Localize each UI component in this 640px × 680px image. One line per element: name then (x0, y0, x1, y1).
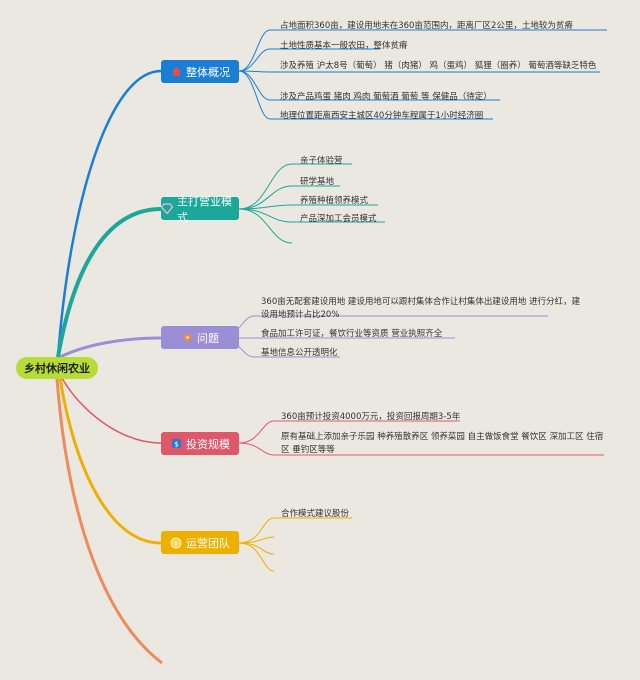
connector-overview (56, 69, 162, 358)
gear-icon (181, 332, 193, 344)
house-icon (170, 66, 182, 78)
connector-extra-branch (55, 378, 163, 665)
problems-item-2: 食品加工许可证，餐饮行业等资质 营业执照齐全 (261, 329, 443, 339)
branch-business-model[interactable]: 主打营业模式 (161, 195, 239, 224)
team-item-1: 合作模式建议股份 (281, 509, 350, 519)
money-bag-icon: $ (170, 438, 182, 450)
overview-item-5: 地理位置距离西安主城区40分钟车程属于1小时经济圈 (280, 111, 484, 121)
branch-label: 投资规模 (186, 437, 230, 451)
branch-label: 问题 (197, 331, 219, 345)
branch-team[interactable]: 运营团队 (161, 531, 239, 554)
business-model-item-2: 研学基地 (300, 177, 335, 187)
connector-team (58, 377, 162, 545)
problems-item-3: 基地信息公开透明化 (261, 348, 338, 358)
business-model-item-3: 养殖种植领养模式 (300, 196, 369, 206)
branch-label: 运营团队 (186, 536, 230, 550)
branch-investment[interactable]: $ 投资规模 (161, 432, 239, 455)
business-model-item-1: 亲子体验营 (300, 156, 343, 166)
connector-problems (59, 336, 162, 359)
root-node[interactable]: 乡村休闲农业 (16, 357, 98, 379)
overview-item-3: 涉及养殖 沪太8号（葡萄） 猪（肉猪） 鸡（蛋鸡） 狐狸（圈养） 葡萄酒等缺乏特… (280, 61, 597, 71)
problems-item-1: 360亩无配套建设用地 建设用地可以跟村集体合作让村集体出建设用地 进行分红，建… (261, 297, 581, 320)
investment-item-1: 360亩预计投资4000万元，投资回报周期3-5年 (281, 412, 461, 422)
leaf-connectors-investment (238, 420, 604, 456)
investment-item-2: 原有基础上添加亲子乐园 种养殖散养区 领养菜园 自主做饭食堂 餐饮区 深加工区 … (281, 432, 604, 455)
svg-text:$: $ (174, 440, 179, 449)
branch-label: 主打营业模式 (177, 194, 232, 224)
overview-item-4: 涉及产品鸡蛋 猪肉 鸡肉 葡萄酒 葡萄 等 保健品（待定） (280, 92, 492, 102)
leaf-connectors-overview (238, 29, 607, 120)
branch-problems[interactable]: 问题 (161, 326, 239, 349)
root-label: 乡村休闲农业 (24, 362, 90, 375)
connector-investment (61, 377, 162, 444)
branch-overview[interactable]: 整体概况 (161, 60, 239, 83)
connector-business-model (56, 207, 162, 358)
lion-icon (170, 537, 182, 549)
leaf-connectors-team (238, 517, 352, 572)
leaf-connectors-business-model (238, 163, 385, 244)
branch-label: 整体概况 (186, 65, 230, 79)
overview-item-2: 土地性质基本一般农田，整体贫瘠 (280, 41, 408, 51)
diamond-icon (161, 203, 173, 215)
business-model-item-4: 产品深加工会员模式 (300, 214, 377, 224)
overview-item-1: 占地面积360亩，建设用地未在360亩范围内，距离厂区2公里，土地较为贫瘠 (280, 21, 573, 31)
